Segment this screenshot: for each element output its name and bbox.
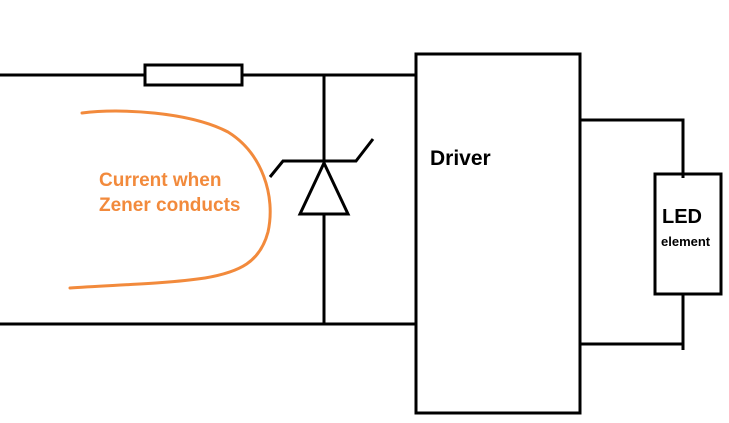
resistor-icon (143, 63, 244, 87)
led-element-label: element (661, 234, 711, 249)
annotation-line-2: Zener conducts (99, 195, 241, 216)
driver-label: Driver (430, 147, 491, 170)
zener-diode-icon (268, 138, 375, 216)
annotation-line-1: Current when (99, 170, 222, 191)
current-path-arrow (68, 109, 272, 290)
led-label: LED (662, 206, 702, 228)
led-element-block (653, 172, 723, 296)
driver-block (414, 52, 582, 415)
driver-to-led-top-wire (580, 118, 685, 178)
driver-to-led-bottom-wire (580, 342, 685, 350)
